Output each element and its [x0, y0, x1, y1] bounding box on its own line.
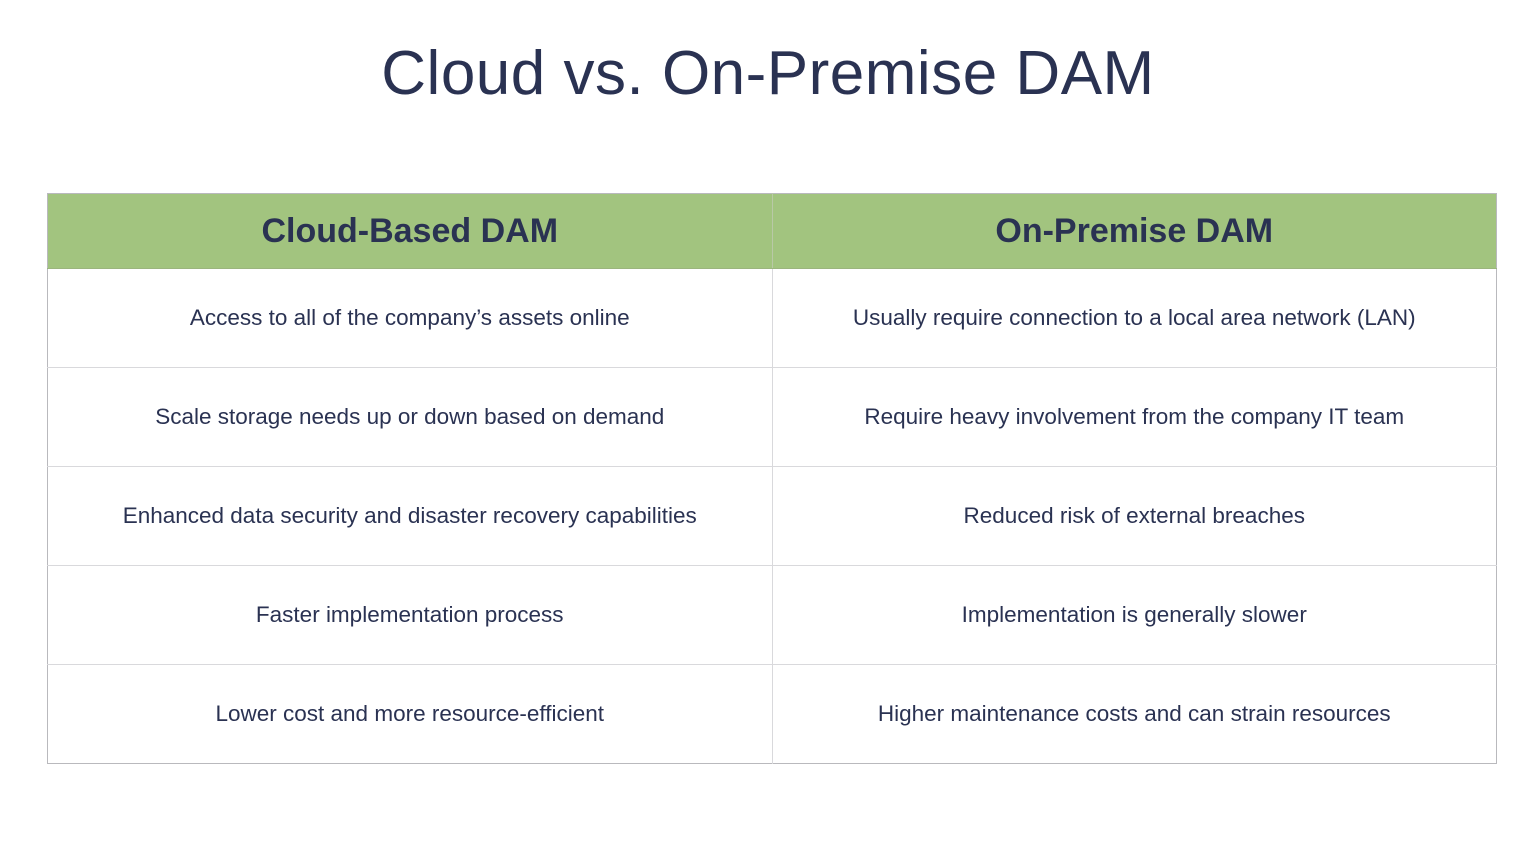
table-cell-cloud: Enhanced data security and disaster reco…: [47, 466, 773, 566]
table-row: Scale storage needs up or down based on …: [47, 367, 1497, 467]
table-cell-cloud: Faster implementation process: [47, 565, 773, 665]
table-cell-cloud: Scale storage needs up or down based on …: [47, 367, 773, 467]
table-cell-on-premise: Require heavy involvement from the compa…: [772, 367, 1497, 467]
table-row: Lower cost and more resource-efficient H…: [47, 664, 1497, 764]
table-cell-cloud: Lower cost and more resource-efficient: [47, 664, 773, 764]
table-cell-on-premise: Higher maintenance costs and can strain …: [877, 701, 1391, 726]
table-cell-on-premise: Implementation is generally slower: [772, 565, 1497, 665]
table-cell-on-premise: Usually require connection to a local ar…: [772, 268, 1497, 368]
column-header-on-premise: On-Premise DAM: [772, 193, 1497, 269]
table-row: Enhanced data security and disaster reco…: [47, 466, 1497, 566]
page-title: Cloud vs. On-Premise DAM: [381, 39, 1155, 108]
table-cell-on-premise: Reduced risk of external breaches: [772, 466, 1497, 566]
column-header-cloud: Cloud-Based DAM: [47, 193, 773, 269]
table-header-row: Cloud-Based DAM On-Premise DAM: [47, 193, 1497, 269]
comparison-table: Cloud-Based DAM On-Premise DAM Access to…: [47, 193, 1497, 764]
table-row: Faster implementation process Implementa…: [47, 565, 1497, 665]
table-cell-cloud: Access to all of the company’s assets on…: [47, 268, 773, 368]
table-row: Access to all of the company’s assets on…: [47, 268, 1497, 368]
